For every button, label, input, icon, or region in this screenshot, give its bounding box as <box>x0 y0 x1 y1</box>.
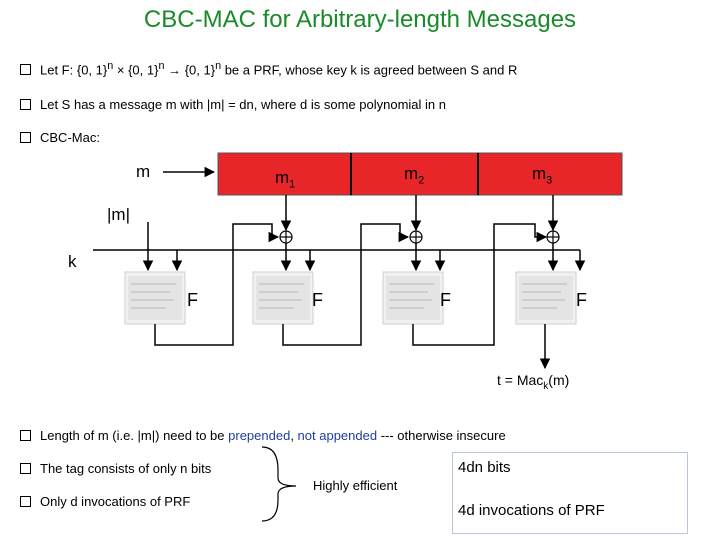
bullet-box-icon <box>20 132 31 143</box>
prf-box-2 <box>252 271 314 325</box>
bullet-box-icon <box>20 463 31 474</box>
prf-label-1: F <box>187 290 198 310</box>
bullet-box-icon <box>20 99 31 110</box>
not-appended-text: not appended <box>297 428 378 443</box>
efficient-label: Highly efficient <box>313 478 398 493</box>
bullet-invocations: Only d invocations of PRF <box>20 494 190 509</box>
block-label-1: m1 <box>275 168 296 191</box>
message-label: m <box>136 162 151 181</box>
prf-text-2: × {0, 1} <box>113 62 159 78</box>
prf-label-2: F <box>312 290 323 310</box>
prf-label-4: F <box>576 290 587 310</box>
prf-label-3: F <box>440 290 451 310</box>
dn-bits-label: 4dn bits <box>458 459 511 476</box>
grouping-brace <box>261 446 297 522</box>
prf-text-3: → {0, 1} <box>164 62 216 78</box>
prf-sup-2: n <box>158 60 165 72</box>
cbc-mac-text: CBC-Mac: <box>40 130 100 145</box>
bullet-box-icon <box>20 496 31 507</box>
bullet-cbc-mac: CBC-Mac: <box>20 130 100 145</box>
message-bar <box>217 152 623 196</box>
key-label: k <box>68 252 77 271</box>
d-invocations-label: 4d invocations of PRF <box>458 502 605 519</box>
block-label-3: m3 <box>532 164 553 187</box>
prf-text-1: Let F: {0, 1} <box>40 62 108 78</box>
bullet-tag-bits: The tag consists of only n bits <box>20 461 211 476</box>
xor-icon <box>546 230 560 244</box>
prf-box-3 <box>382 271 444 325</box>
prf-sup-3: n <box>215 60 222 72</box>
tag-label: t = Mack(m) <box>497 372 570 392</box>
block-label-2: m2 <box>404 164 425 187</box>
xor-icon <box>409 230 423 244</box>
chain-arrow <box>282 223 410 346</box>
prepended-text: prepended <box>228 428 291 443</box>
chain-arrow <box>412 223 548 346</box>
bullet-box-icon <box>20 64 31 76</box>
prf-text-4: be a PRF, whose key k is agreed between … <box>221 62 518 78</box>
prf-sup-1: n <box>107 60 114 72</box>
slide-title: CBC-MAC for Arbitrary-length Messages <box>143 6 577 33</box>
prf-box-4 <box>515 271 577 325</box>
chain-arrow <box>154 223 280 346</box>
bullet-prf-definition: Let F: {0, 1}n × {0, 1}n → {0, 1}n be a … <box>20 60 517 77</box>
xor-icon <box>279 230 293 244</box>
tag-bits-text: The tag consists of only n bits <box>40 461 212 476</box>
message-length-text: Let S has a message m with |m| = dn, whe… <box>40 97 446 112</box>
prf-box-1 <box>124 271 186 325</box>
bullet-length-prepended: Length of m (i.e. |m|) need to be prepen… <box>20 428 506 443</box>
bullet-message-length: Let S has a message m with |m| = dn, whe… <box>20 97 446 112</box>
bullet-box-icon <box>20 430 31 441</box>
comparison-box <box>452 452 688 534</box>
invocations-text: Only d invocations of PRF <box>40 494 191 509</box>
length-label: |m| <box>107 205 130 224</box>
